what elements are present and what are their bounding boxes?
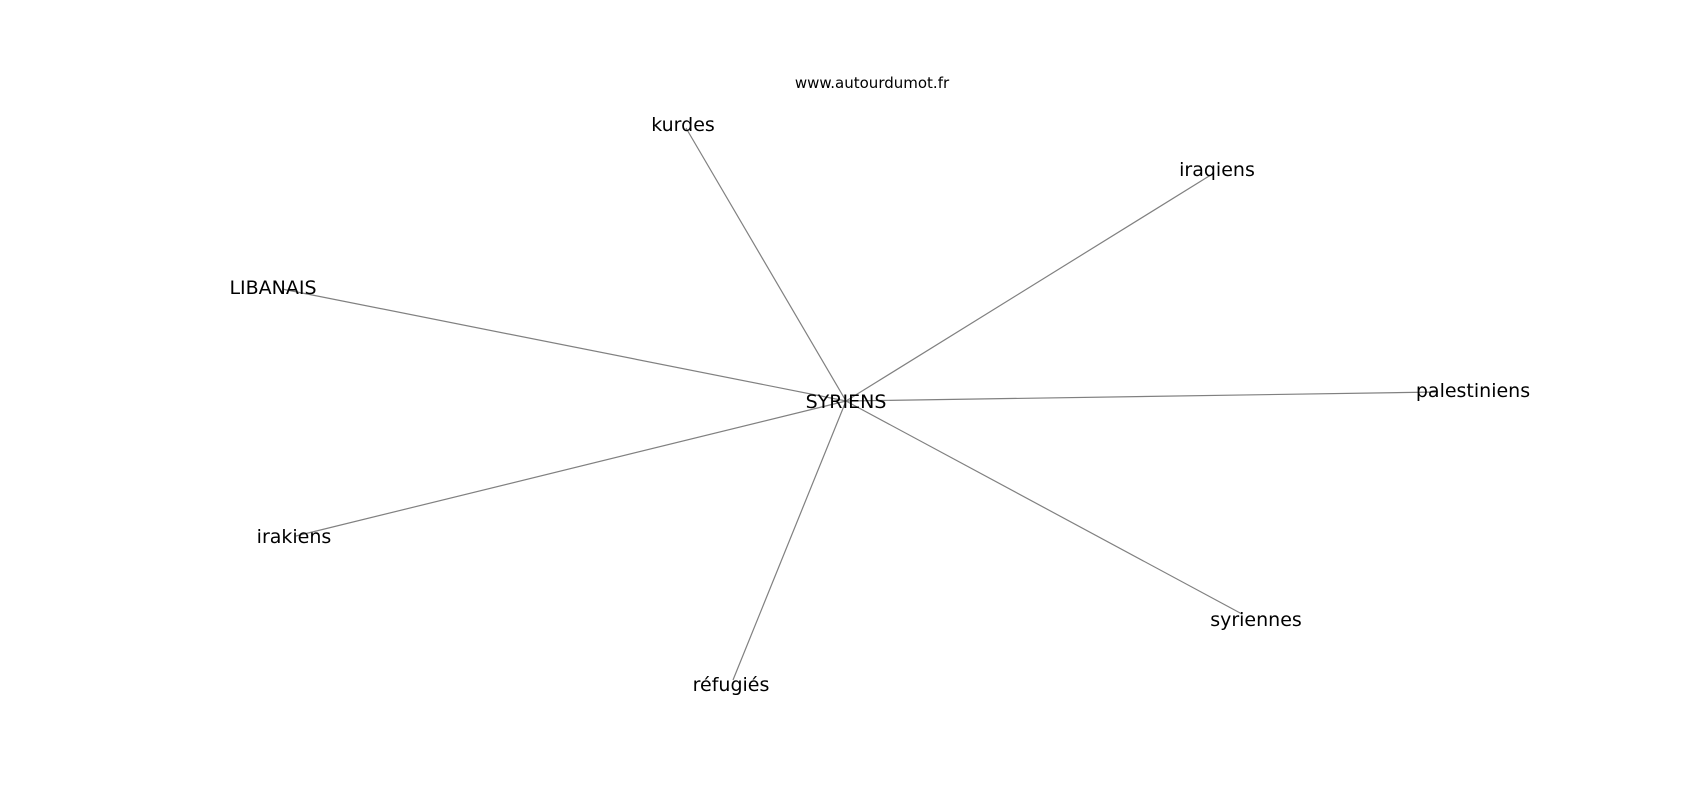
graph-edges: [281, 127, 1439, 681]
node-label-syriennes: syriennes: [1210, 609, 1302, 631]
node-label-irakiens: irakiens: [257, 526, 332, 548]
edge-syriens-refugies: [732, 400, 847, 681]
node-label-syriens: SYRIENS: [806, 391, 887, 413]
node-label-iraqiens: iraqiens: [1179, 159, 1255, 181]
edge-syriens-libanais: [281, 288, 847, 402]
site-caption: www.autourdumot.fr: [795, 74, 950, 92]
node-label-palestiniens: palestiniens: [1416, 380, 1530, 402]
node-label-refugies: réfugiés: [693, 674, 770, 696]
edge-syriens-irakiens: [295, 400, 847, 537]
edge-syriens-palestiniens: [845, 391, 1439, 402]
edge-syriens-iraqiens: [845, 172, 1215, 402]
node-label-libanais: LIBANAIS: [229, 277, 316, 299]
edge-syriens-syriennes: [845, 400, 1243, 615]
node-label-kurdes: kurdes: [651, 114, 715, 136]
edge-syriens-kurdes: [685, 127, 847, 402]
